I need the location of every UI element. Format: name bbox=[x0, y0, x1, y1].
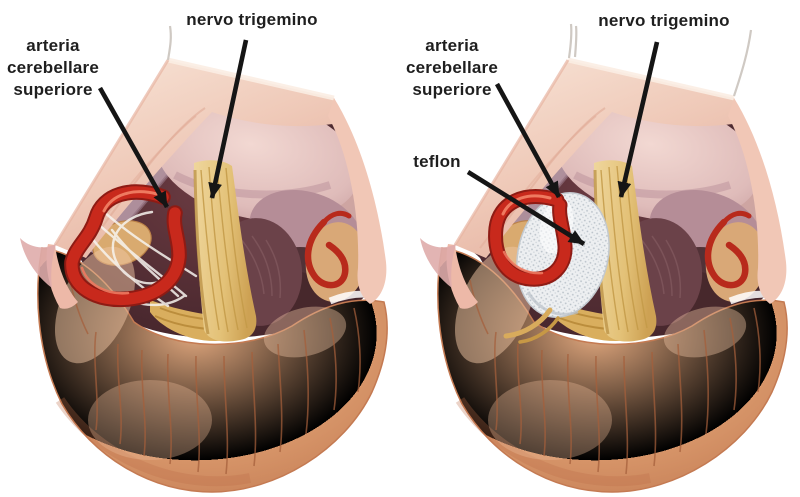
suture-thread bbox=[166, 25, 172, 61]
arrow-to-nerve-left bbox=[208, 39, 249, 199]
arrow-to-artery-right bbox=[494, 82, 562, 199]
label-nervo-trigemino-right: nervo trigemino bbox=[598, 11, 730, 30]
superior-cerebellar-artery bbox=[488, 189, 573, 287]
arrow-to-artery-left bbox=[97, 86, 170, 209]
label-nervo-trigemino-left: nervo trigemino bbox=[186, 10, 318, 29]
arrow-to-teflon bbox=[466, 170, 586, 246]
arrow-to-nerve-right bbox=[617, 41, 660, 198]
nerve-fiber-sweep bbox=[503, 307, 560, 344]
suture-threads bbox=[567, 23, 753, 97]
label-teflon: teflon bbox=[413, 152, 461, 171]
annotation-arrows bbox=[97, 39, 660, 246]
superior-cerebellar-artery bbox=[64, 184, 187, 308]
right-illustration bbox=[420, 23, 788, 492]
label-arteria-cerebellare-superiore-left: arteria cerebellare superiore bbox=[7, 36, 99, 99]
left-illustration bbox=[20, 25, 388, 492]
label-arteria-cerebellare-superiore-right: arteria cerebellare superiore bbox=[406, 36, 498, 99]
